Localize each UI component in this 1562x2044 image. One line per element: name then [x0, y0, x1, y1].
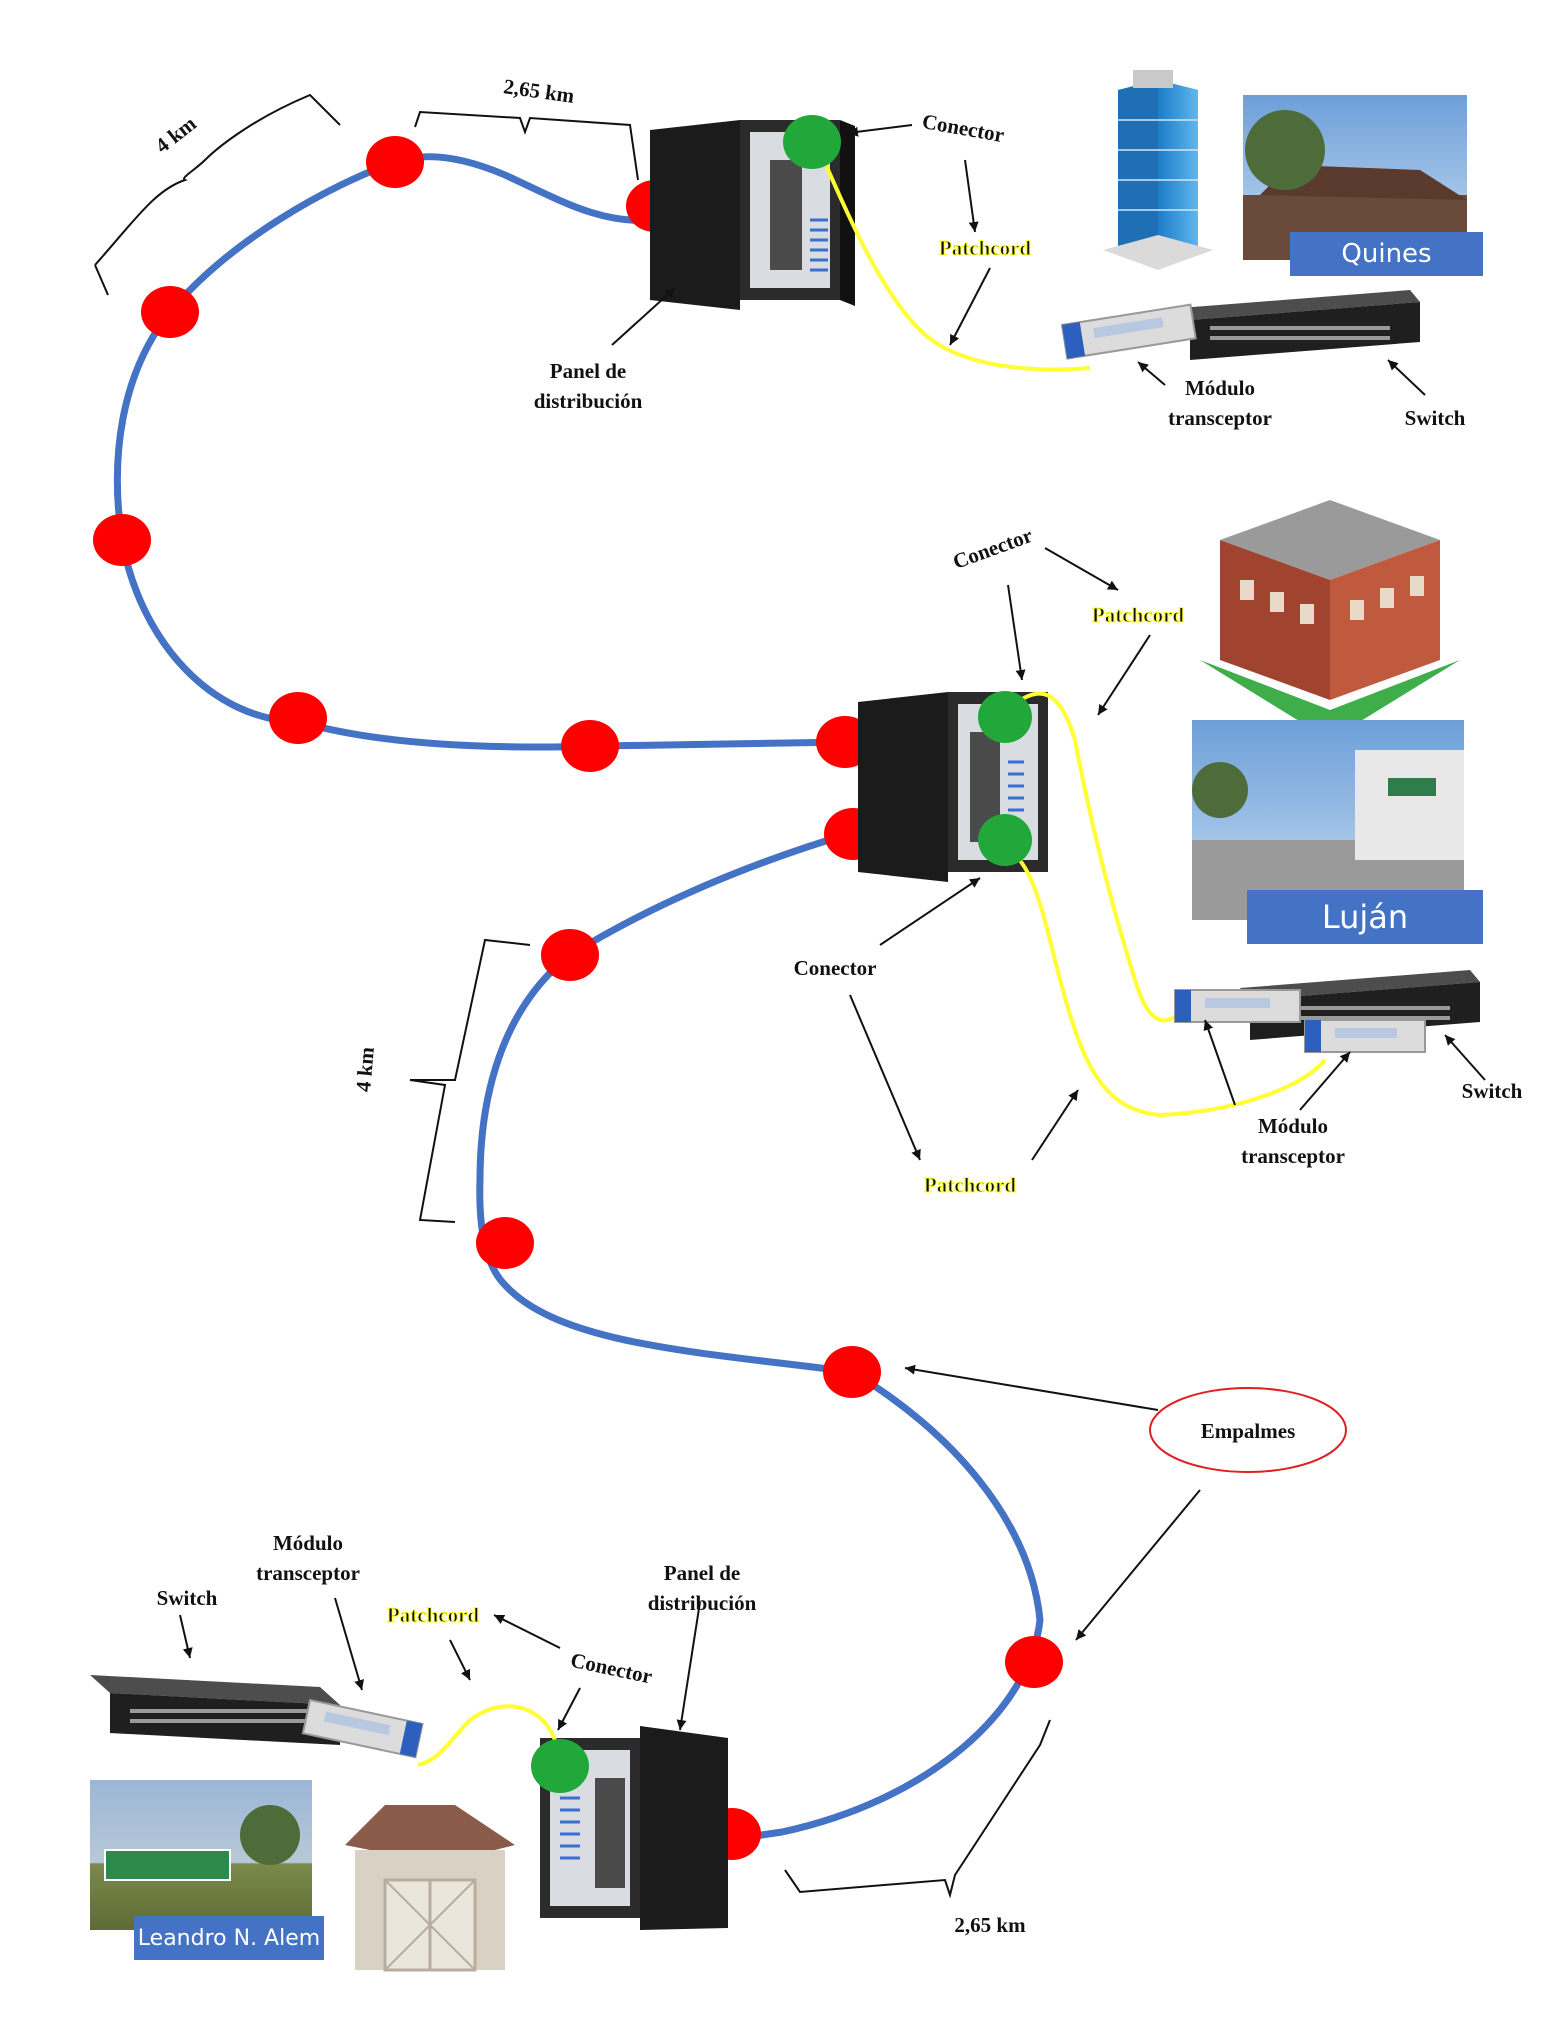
patchcord-label: Patchcord: [924, 1173, 1016, 1197]
arrow: [847, 124, 913, 137]
network-switch-icon: [90, 1675, 340, 1745]
sfp-transceiver-icon: [301, 1698, 424, 1759]
splice: [476, 1217, 534, 1269]
brace-265km-bot: [784, 1719, 1051, 1899]
town-label-leandro: Leandro N. Alem: [134, 1916, 324, 1960]
arrow: [1031, 1089, 1079, 1161]
distance-label-top: 2,65 km: [502, 74, 576, 108]
panel-label-line2: distribución: [648, 1591, 757, 1615]
patchcords: [417, 139, 1327, 1771]
arrow: [949, 267, 991, 346]
arrow: [849, 994, 921, 1161]
town-label-quines: Quines: [1290, 232, 1483, 276]
distance-label-top-left: 4 km: [151, 111, 202, 158]
panel-label-line1: Panel de: [664, 1561, 740, 1585]
arrow: [611, 287, 676, 346]
town-label-lujan: Luján: [1247, 890, 1483, 944]
network-switch-icon: [1180, 290, 1420, 360]
patchcord-label: Patchcord: [1092, 603, 1184, 627]
modulo-label-line1: Módulo: [273, 1531, 343, 1555]
arrow: [1203, 1019, 1236, 1106]
distribution-panel-icon: [540, 1726, 728, 1930]
distance-label-bottom: 2,65 km: [954, 1913, 1026, 1937]
distance-label-mid: 4 km: [351, 1045, 379, 1092]
arrow: [1299, 1051, 1351, 1111]
arrow: [904, 1364, 1159, 1411]
modulo-label-line1: Módulo: [1185, 376, 1255, 400]
arrow: [1444, 1034, 1486, 1081]
conector-label: Conector: [794, 956, 877, 980]
connector: [531, 1739, 589, 1793]
callout-arrows: [179, 124, 1486, 1731]
brace-4km-top: [94, 93, 341, 296]
modulo-label-line2: transceptor: [1168, 406, 1272, 430]
arrow: [557, 1687, 581, 1731]
photo-placeholder: [1192, 720, 1464, 920]
patchcord-label: Patchcord: [939, 236, 1031, 260]
arrow: [1044, 547, 1119, 591]
conector-label: Conector: [950, 523, 1036, 574]
arrow: [964, 159, 979, 233]
panel-label-line1: Panel de: [550, 359, 626, 383]
modulo-label-line2: transceptor: [1241, 1144, 1345, 1168]
splice: [93, 514, 151, 566]
switch-label: Switch: [157, 1586, 218, 1610]
empalmes-callout: [1149, 1387, 1347, 1473]
brace-265km-top: [414, 110, 639, 181]
splice: [541, 929, 599, 981]
patchcord-lujan-1: [1003, 691, 1192, 1023]
building-icon: [1200, 500, 1460, 740]
arrow: [179, 1614, 193, 1659]
conector-label: Conector: [920, 109, 1006, 147]
splice: [269, 692, 327, 744]
arrow: [334, 1597, 364, 1691]
conector-label: Conector: [568, 1648, 654, 1689]
modulo-label-line1: Módulo: [1258, 1114, 1328, 1138]
patchcord-quines: [813, 139, 1091, 372]
sfp-transceiver-icon: [1174, 989, 1301, 1023]
brace-4km-mid: [409, 938, 531, 1223]
splice: [141, 286, 199, 338]
splice: [1005, 1636, 1063, 1688]
splice: [823, 1346, 881, 1398]
arrow: [493, 1614, 561, 1649]
modulo-label-line2: transceptor: [256, 1561, 360, 1585]
connector: [783, 115, 841, 169]
connector: [978, 691, 1032, 743]
arrow: [879, 877, 981, 946]
arrow: [1137, 361, 1166, 386]
arrow: [676, 1601, 701, 1731]
distance-braces: [94, 93, 1051, 1899]
switch-label: Switch: [1462, 1079, 1523, 1103]
panel-label-line2: distribución: [534, 389, 643, 413]
splice: [366, 136, 424, 188]
connector: [978, 814, 1032, 866]
switch-label: Switch: [1405, 406, 1466, 430]
empalmes-label: Empalmes: [1201, 1419, 1296, 1443]
patchcord-alem: [417, 1704, 562, 1771]
sfp-transceiver-icon: [1060, 303, 1197, 360]
arrow: [449, 1639, 471, 1681]
photo-placeholder: [90, 1780, 312, 1930]
patchcord-lujan-2: [1004, 846, 1327, 1118]
arrow: [1387, 359, 1426, 396]
splice: [561, 720, 619, 772]
labels: 4 km 2,65 km Conector Patchcord Panel de…: [151, 74, 1523, 1937]
arrow: [1007, 584, 1026, 681]
arrow: [1097, 634, 1151, 716]
patchcord-label: Patchcord: [387, 1603, 479, 1627]
building-icon: [1103, 70, 1213, 270]
cable-segment-lujan-alem: [476, 828, 1044, 1844]
sfp-transceiver-icon: [1304, 1019, 1426, 1053]
connectors: [531, 115, 1032, 1793]
barn-icon: [345, 1805, 515, 1972]
arrow: [1075, 1489, 1201, 1641]
cable-segment-quines-lujan: [113, 153, 854, 751]
